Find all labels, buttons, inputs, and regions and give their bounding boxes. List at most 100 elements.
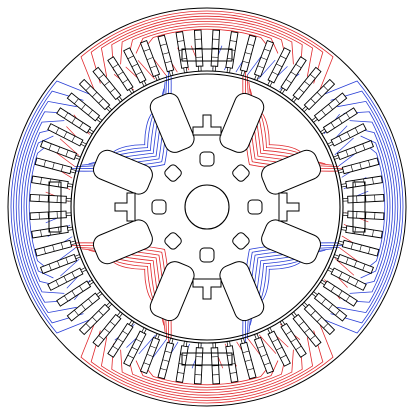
slot-layer-divider <box>330 285 335 292</box>
coil-marker-group <box>352 181 366 233</box>
slot-layer-divider <box>244 52 252 55</box>
stator-slot <box>340 225 383 239</box>
slot-layer-divider <box>127 354 134 359</box>
slot-layer-divider <box>353 260 357 268</box>
coil-marker <box>352 181 366 233</box>
rotor-inner-pocket <box>232 232 250 250</box>
slot-layer-divider <box>150 345 157 349</box>
slot-layer-divider <box>63 276 68 283</box>
stator-flux-line <box>90 330 324 401</box>
slot-layer-divider <box>143 362 150 366</box>
slot-layer-divider <box>372 229 374 237</box>
slot-layer-divider <box>135 338 142 343</box>
stator-slot <box>319 107 358 135</box>
slot-layer-divider <box>295 345 302 350</box>
stator-flux-line <box>120 349 294 393</box>
slot-layer-divider <box>79 285 84 292</box>
slot-layer-divider <box>65 257 69 264</box>
slot-layer-divider <box>117 71 124 76</box>
slot-layer-divider <box>244 359 252 362</box>
rotor-barrier-group <box>261 219 322 265</box>
slot-layer-divider <box>354 227 356 234</box>
stator-bore <box>70 70 344 344</box>
slot-layer-divider <box>63 131 68 138</box>
slot-layer-divider <box>131 346 138 351</box>
slot-layer-divider <box>112 64 119 69</box>
stator-slot <box>311 92 348 123</box>
rotor-barrier-group <box>261 149 322 195</box>
slot-layer-divider <box>150 65 157 69</box>
slot-layer-divider <box>354 127 359 134</box>
stator-flux-line <box>28 143 49 271</box>
slot-layer-divider <box>112 345 119 350</box>
stator-flux-line <box>90 13 324 84</box>
rotor-t-rib <box>192 114 222 136</box>
slot-layer-divider <box>64 295 69 302</box>
slot-layer-divider <box>74 98 79 105</box>
slot-layer-divider <box>309 74 316 79</box>
slot-layer-divider <box>109 321 116 326</box>
rotor-barrier-group <box>219 261 265 322</box>
stator-slot <box>175 340 189 383</box>
airgap-flux-line <box>60 258 80 277</box>
slot-layer-divider <box>242 350 250 354</box>
slot-layer-divider <box>368 160 371 167</box>
stator-slot <box>225 31 239 74</box>
slot-opening <box>342 212 349 217</box>
slot-layer-divider <box>354 280 359 287</box>
stator-flux-line <box>111 18 303 71</box>
slot-layer-divider <box>122 330 129 335</box>
stator-slot <box>319 279 358 307</box>
rotor-barrier-outer <box>219 261 265 322</box>
slot-layer-divider <box>71 117 76 124</box>
rotor-barrier-outer <box>261 219 322 265</box>
slot-layer-divider <box>48 143 52 150</box>
stator-flux-line <box>100 337 314 399</box>
rotor-rib-group <box>192 278 222 300</box>
stator-flux-line <box>135 26 279 54</box>
slot-layer-divider <box>310 310 316 316</box>
slot-layer-divider <box>338 117 343 124</box>
airgap-flux-line <box>338 247 360 263</box>
slot-layer-divider <box>227 58 234 60</box>
slot-layer-divider <box>247 43 254 46</box>
slot-layer-divider <box>328 104 333 110</box>
slot-layer-divider <box>354 180 356 187</box>
slot-layer-divider <box>92 316 98 322</box>
rotor-t-rib <box>114 192 136 222</box>
rotor-flux-line <box>251 251 306 306</box>
stator-flux-line <box>365 143 386 271</box>
slot-layer-divider <box>160 43 167 46</box>
slot-layer-divider <box>71 290 76 297</box>
stator-flux-line <box>13 90 84 324</box>
slot-layer-divider <box>81 104 86 110</box>
airgap-flux-line <box>54 151 76 167</box>
slot-layer-divider <box>57 260 61 268</box>
slot-layer-divider <box>92 92 98 98</box>
rotor-barrier-group <box>219 92 265 153</box>
stator-flux-line <box>23 127 59 287</box>
slot-layer-divider <box>247 368 254 371</box>
stator-slot <box>337 239 380 257</box>
slot-layer-divider <box>55 127 60 134</box>
slot-layer-divider <box>316 92 322 98</box>
slot-layer-divider <box>40 177 42 185</box>
slot-layer-divider <box>328 304 333 310</box>
stator-slot <box>39 139 81 161</box>
slot-layer-divider <box>48 264 52 271</box>
geometry-group <box>7 7 407 407</box>
stator-slot <box>279 56 307 95</box>
slot-layer-divider <box>229 40 237 42</box>
rotor-rib-group <box>192 114 222 136</box>
stator-flux-line <box>10 80 91 334</box>
slot-opening <box>65 212 72 217</box>
slot-layer-divider <box>64 112 69 119</box>
stator-slot <box>47 123 87 147</box>
slot-layer-divider <box>60 242 64 250</box>
stator-flux-line <box>127 355 287 391</box>
rotor-inner-pocket <box>247 199 263 215</box>
slot-layer-divider <box>55 280 60 287</box>
slot-layer-divider <box>135 71 142 76</box>
stator-slot <box>340 175 383 189</box>
stator-flux-line <box>343 111 396 303</box>
